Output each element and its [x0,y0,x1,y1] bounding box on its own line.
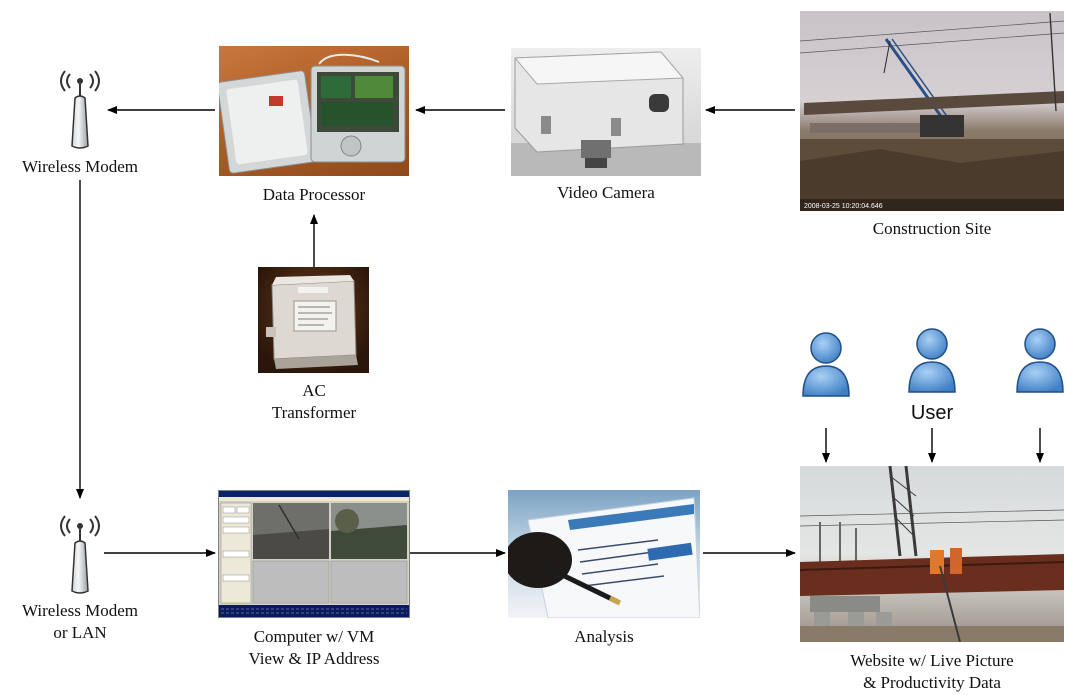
ac-transformer-label: AC Transformer [271,381,357,422]
data-processor-label: Data Processor [262,185,366,204]
site-timestamp: 2008-03-25 10:20:04.646 [804,203,883,210]
wireless-modem-bottom-label: Wireless Modem or LAN [22,601,138,642]
video-camera-label: Video Camera [557,183,655,202]
wireless-modem-top-label: Wireless Modem [22,157,138,176]
analysis-photo [508,490,700,618]
antenna-icon [60,70,100,149]
construction-site-label: Construction Site [872,219,992,238]
ac-transformer-photo [258,267,369,373]
computer-screen-photo [218,490,410,618]
video-camera-photo [511,48,701,176]
website-photo [800,466,1064,642]
construction-site-photo: 2008-03-25 10:20:04.646 [800,11,1064,211]
website-label: Website w/ Live Picture & Productivity D… [850,651,1014,692]
user-label: User [910,402,954,424]
data-processor-photo [219,46,409,176]
person-icon [1016,328,1064,393]
person-icon [802,332,850,397]
person-icon [908,328,956,393]
computer-label: Computer w/ VM View & IP Address [248,627,380,668]
antenna-icon [60,515,100,594]
analysis-label: Analysis [574,627,634,646]
